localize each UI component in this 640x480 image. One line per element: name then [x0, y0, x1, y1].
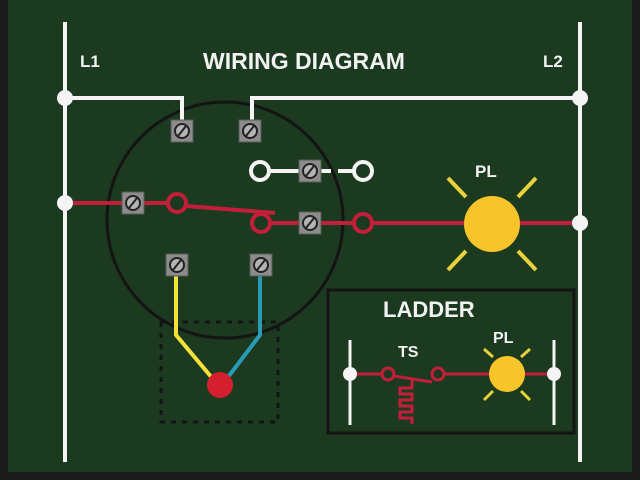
ladder-switch-label: TS: [398, 344, 419, 361]
terminal-screw: [298, 211, 322, 235]
red-contact: [352, 212, 374, 234]
blue-wire: [220, 276, 262, 387]
junction-dot: [57, 90, 73, 106]
l2-white-wire: [250, 96, 580, 120]
ladder-contact: [430, 366, 446, 382]
white-contact-open: [352, 160, 374, 182]
terminal-screw: [238, 119, 262, 143]
thermal-switch-element-icon: [398, 380, 414, 424]
switch-housing-outline: [105, 100, 345, 340]
thermostat-bulb-box: [159, 320, 280, 424]
ladder-light-label: PL: [493, 330, 514, 347]
terminal-screw: [170, 119, 194, 143]
pilot-light-icon: [446, 176, 538, 272]
ladder-junction-dot: [547, 367, 561, 381]
terminal-screw: [165, 253, 189, 277]
yellow-wire: [174, 276, 220, 387]
ladder-box: [326, 288, 576, 435]
junction-dot: [57, 195, 73, 211]
l2-label: L2: [543, 52, 563, 71]
terminal-screw: [121, 191, 145, 215]
junction-dot: [572, 90, 588, 106]
ladder-junction-dot: [343, 367, 357, 381]
white-contact-open: [249, 160, 271, 182]
ladder-title: LADDER: [383, 297, 475, 322]
ladder-switch-blade: [393, 374, 433, 384]
ladder-contact: [380, 366, 396, 382]
red-contact: [166, 192, 188, 214]
thermostat-bulb: [207, 372, 233, 398]
terminal-screw: [298, 159, 322, 183]
switch-blade: [185, 204, 276, 215]
wiring-diagram-board: L1 L2 WIRING DIAGRAM PL LADDER TS PL: [8, 0, 632, 472]
l1-label: L1: [80, 52, 100, 71]
pilot-light-label: PL: [475, 162, 497, 181]
l1-white-wire: [65, 96, 184, 120]
terminal-screw: [249, 253, 273, 277]
junction-dot: [572, 215, 588, 231]
ladder-pilot-light-icon: [482, 347, 532, 402]
red-contact: [250, 212, 272, 234]
diagram-title: WIRING DIAGRAM: [203, 48, 405, 74]
